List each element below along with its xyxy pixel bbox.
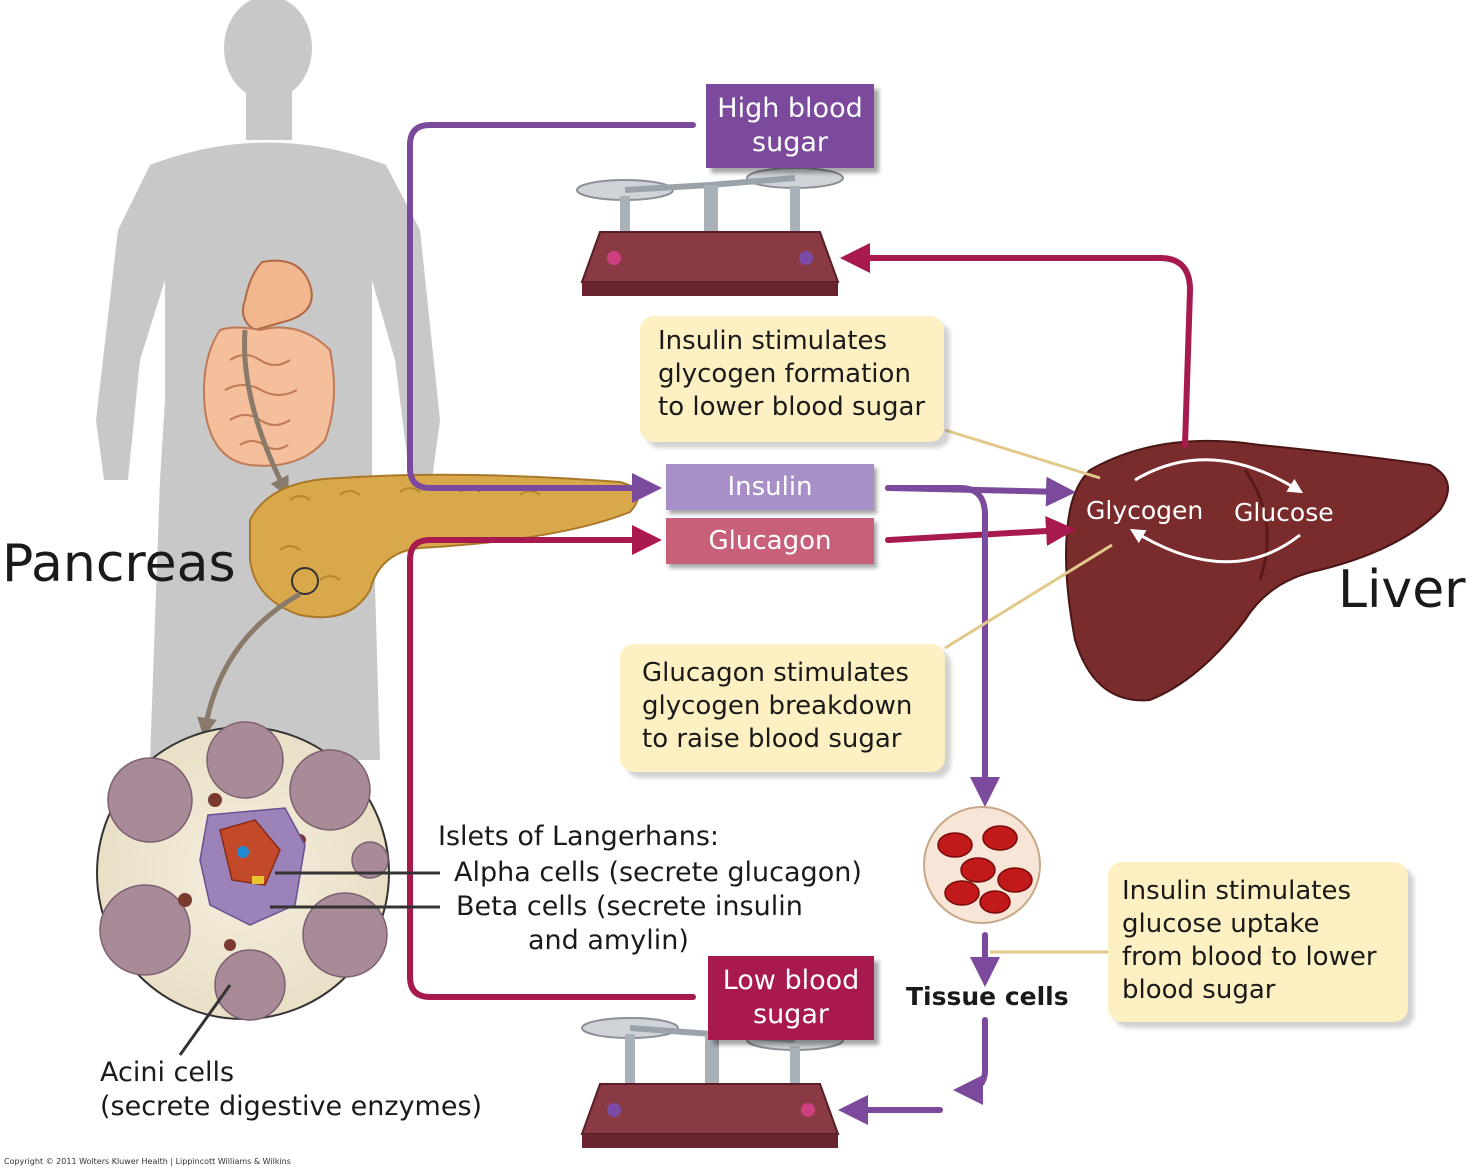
digestive-organs (203, 259, 335, 498)
note-line: from blood to lower (1122, 942, 1377, 972)
glucose-label: Glucose (1234, 498, 1334, 527)
alpha-cells-label: Alpha cells (secrete glucagon) (454, 857, 862, 888)
low-blood-sugar-line2: sugar (753, 999, 829, 1030)
acini-cells-desc: (secrete digestive enzymes) (100, 1091, 483, 1122)
note-line: to raise blood sugar (642, 724, 902, 754)
glucagon-bar: Glucagon (666, 518, 874, 564)
glucagon-label: Glucagon (708, 526, 832, 556)
note-glucagon-breakdown: Glucagon stimulates glycogen breakdown t… (620, 644, 945, 772)
beta-cells-label: Beta cells (secrete insulin (456, 891, 803, 922)
copyright-text: Copyright © 2011 Wolters Kluwer Health |… (4, 1157, 291, 1166)
note-line: Insulin stimulates (1122, 876, 1352, 906)
note-line: glycogen formation (658, 359, 911, 389)
tissue-cells-label: Tissue cells (906, 982, 1069, 1011)
high-blood-sugar-line1: High blood (717, 93, 863, 124)
note-insulin-uptake: Insulin stimulates glucose uptake from b… (1108, 862, 1408, 1022)
insulin-bar: Insulin (666, 464, 874, 510)
glycogen-label: Glycogen (1086, 496, 1204, 525)
note-line: Glucagon stimulates (642, 658, 909, 688)
islets-title: Islets of Langerhans: (438, 821, 719, 852)
note-line: Insulin stimulates (658, 326, 888, 356)
insulin-label: Insulin (727, 472, 813, 502)
islet-microscope-view (96, 721, 390, 1021)
note-line: to lower blood sugar (658, 392, 926, 422)
liver-organ (1065, 439, 1449, 702)
pancreas-label: Pancreas (2, 534, 236, 594)
beta-cells-label-cont: and amylin) (528, 925, 689, 956)
note-line: glucose uptake (1122, 909, 1320, 939)
liver-label: Liver (1338, 560, 1466, 620)
note-line: glycogen breakdown (642, 691, 913, 721)
callout-lines (178, 428, 1113, 1056)
low-blood-sugar-line1: Low blood (722, 965, 860, 996)
high-blood-sugar-line2: sugar (752, 127, 828, 158)
low-blood-sugar-box: Low blood sugar (708, 956, 874, 1040)
acini-cells-label: Acini cells (100, 1057, 235, 1088)
note-line: blood sugar (1122, 975, 1276, 1005)
flow-arrows (407, 122, 1194, 1125)
high-blood-sugar-box: High blood sugar (706, 84, 874, 168)
scale-high (576, 167, 844, 296)
note-insulin-glycogen: Insulin stimulates glycogen formation to… (640, 316, 944, 442)
blood-cells (923, 806, 1041, 924)
